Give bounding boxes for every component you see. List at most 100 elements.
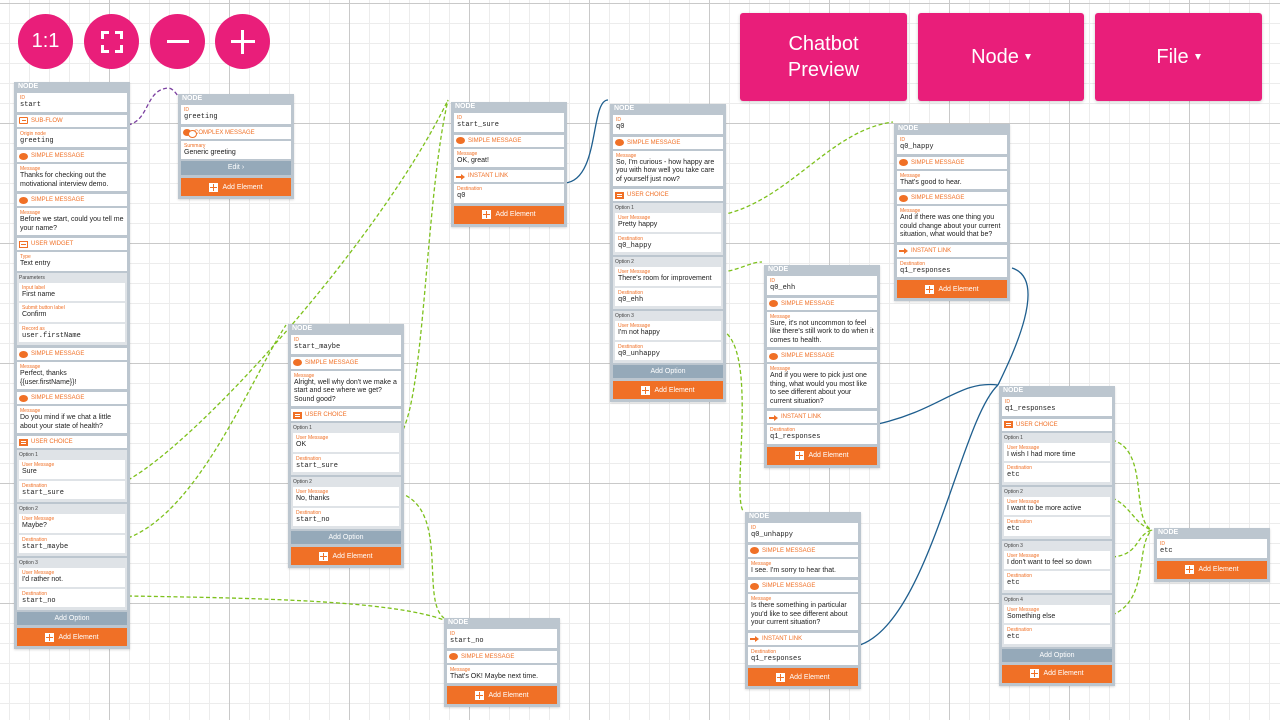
speech-bubble-icon — [449, 653, 458, 660]
fit-to-screen-button[interactable] — [84, 14, 139, 69]
add-element-button[interactable]: Add Element — [17, 628, 127, 646]
add-option-button[interactable]: Add Option — [1002, 648, 1112, 662]
zoom-in-button[interactable] — [215, 14, 270, 69]
add-element-button[interactable]: Add Element — [897, 280, 1007, 298]
add-element-button[interactable]: Add Element — [291, 547, 401, 565]
add-element-label: Add Element — [1043, 670, 1084, 677]
wire-sure-link-q0 — [564, 99, 609, 184]
edit-button[interactable]: Edit › — [181, 161, 291, 175]
element-title-instant-link: INSTANT LINK — [748, 632, 858, 645]
add-element-button[interactable]: Add Element — [1002, 664, 1112, 683]
add-option-button[interactable]: Add Option — [613, 365, 723, 378]
zoom-reset-button[interactable]: 1:1 — [18, 14, 73, 69]
zoom-out-button[interactable] — [150, 14, 205, 69]
add-element-button[interactable]: Add Element — [181, 178, 291, 196]
add-element-button[interactable]: Add Element — [1157, 560, 1267, 579]
add-element-button[interactable]: Add Element — [767, 446, 877, 465]
node-menu-button[interactable]: Node — [918, 13, 1084, 101]
option-label: Option 1 — [1004, 434, 1023, 441]
add-element-button[interactable]: Add Element — [613, 381, 723, 399]
add-option-button[interactable]: Add Option — [291, 531, 401, 544]
add-element-button[interactable]: Add Element — [748, 668, 858, 686]
add-option-button[interactable]: Add Option — [17, 612, 127, 625]
add-element-button[interactable]: Add Element — [454, 205, 564, 224]
file-menu-button[interactable]: File — [1095, 13, 1262, 101]
add-element-button[interactable]: Add Element — [447, 686, 557, 704]
